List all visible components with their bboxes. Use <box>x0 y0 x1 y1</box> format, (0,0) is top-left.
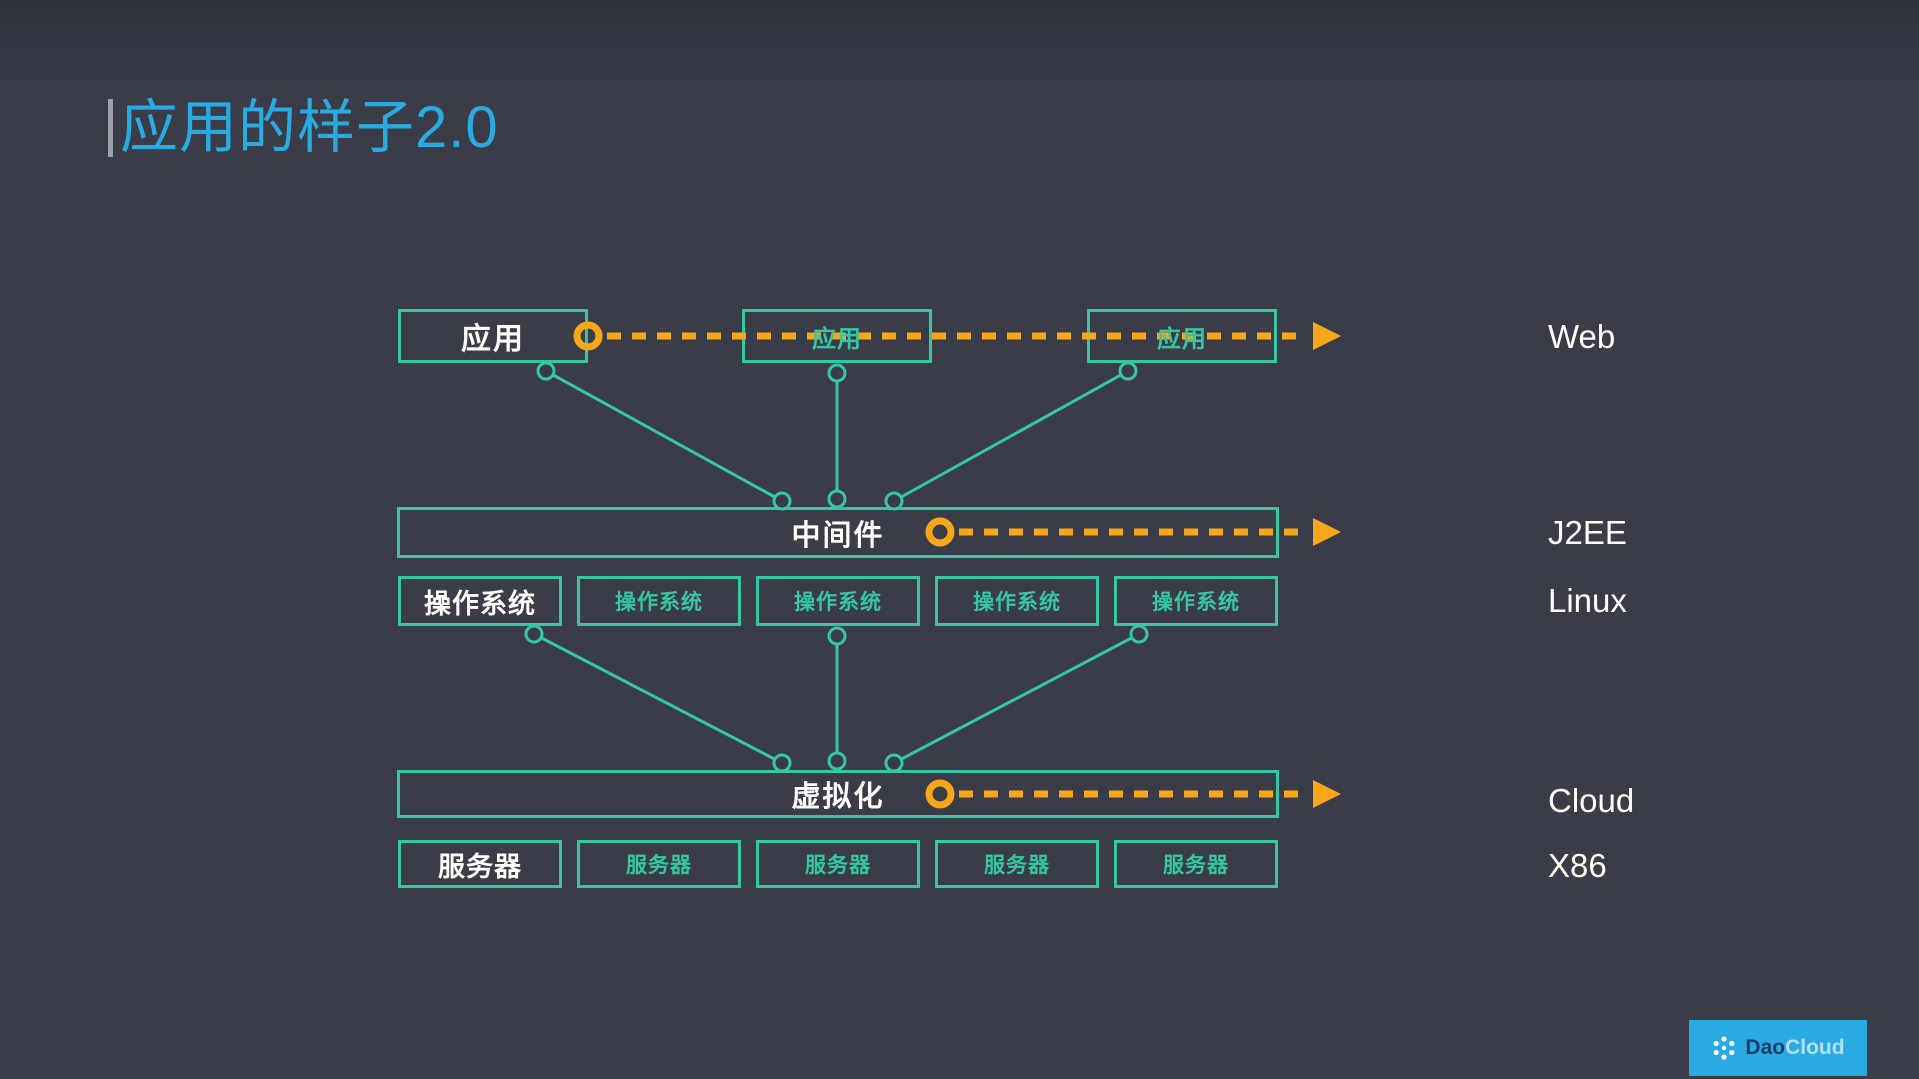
slide-title: 应用的样子2.0 <box>120 95 499 160</box>
connector-node-icon <box>827 489 847 509</box>
app-box-label: 应用 <box>461 323 525 356</box>
server-box-instance-2: 服务器 <box>577 840 741 888</box>
arrowhead-icon <box>1313 518 1341 546</box>
os-box-label: 操作系统 <box>1152 591 1240 614</box>
connector-node-icon <box>536 361 556 381</box>
connector-node-icon <box>827 751 847 771</box>
annotation-web: Web <box>1548 318 1616 355</box>
connector-node-icon <box>1129 624 1149 644</box>
connector-node-icon <box>772 753 792 773</box>
os-box-instance-2: 操作系统 <box>577 576 741 626</box>
title-accent-bar <box>108 99 113 157</box>
server-box-label: 服务器 <box>626 854 692 877</box>
server-box-label: 服务器 <box>1163 854 1229 877</box>
annotation-x86: X86 <box>1548 847 1607 884</box>
server-box-primary: 服务器 <box>398 840 562 888</box>
app-to-middleware-connectors <box>536 361 1138 511</box>
middleware-box: 中间件 <box>397 507 1279 558</box>
server-box-label: 服务器 <box>984 854 1050 877</box>
os-box-label: 操作系统 <box>615 591 703 614</box>
title-block: 应用的样子2.0 <box>108 92 499 164</box>
os-box-instance-3: 操作系统 <box>756 576 920 626</box>
server-box-label: 服务器 <box>438 851 522 882</box>
connector-node-icon <box>1118 361 1138 381</box>
os-box-instance-5: 操作系统 <box>1114 576 1278 626</box>
connector-node-icon <box>827 626 847 646</box>
app-box-instance-2: 应用 <box>742 309 932 363</box>
app-box-label: 应用 <box>812 325 862 353</box>
virtualization-box: 虚拟化 <box>397 770 1279 818</box>
server-box-instance-3: 服务器 <box>756 840 920 888</box>
connector-node-icon <box>524 624 544 644</box>
arrowhead-icon <box>1313 780 1341 808</box>
logo-text-cloud: Cloud <box>1785 1036 1845 1059</box>
server-box-label: 服务器 <box>805 854 871 877</box>
connector-node-icon <box>884 753 904 773</box>
app-box-label: 应用 <box>1157 325 1207 353</box>
server-box-instance-4: 服务器 <box>935 840 1099 888</box>
connector-node-icon <box>827 363 847 383</box>
annotation-linux: Linux <box>1548 582 1627 619</box>
os-box-instance-4: 操作系统 <box>935 576 1099 626</box>
server-box-instance-5: 服务器 <box>1114 840 1278 888</box>
logo-text-dao: Dao <box>1745 1036 1786 1059</box>
middleware-label: 中间件 <box>791 519 885 552</box>
app-box-primary: 应用 <box>398 309 588 363</box>
os-box-primary: 操作系统 <box>398 576 562 626</box>
os-box-label: 操作系统 <box>794 591 882 614</box>
os-box-label: 操作系统 <box>973 591 1061 614</box>
app-box-instance-3: 应用 <box>1087 309 1277 363</box>
daocloud-logo-icon <box>1714 1036 1735 1060</box>
virtualization-label: 虚拟化 <box>791 781 885 813</box>
annotation-j2ee: J2EE <box>1548 514 1627 551</box>
arrowhead-icon <box>1313 322 1341 350</box>
os-box-label: 操作系统 <box>424 588 536 619</box>
os-to-virtualization-connectors <box>524 624 1149 773</box>
annotation-cloud: Cloud <box>1548 782 1635 819</box>
